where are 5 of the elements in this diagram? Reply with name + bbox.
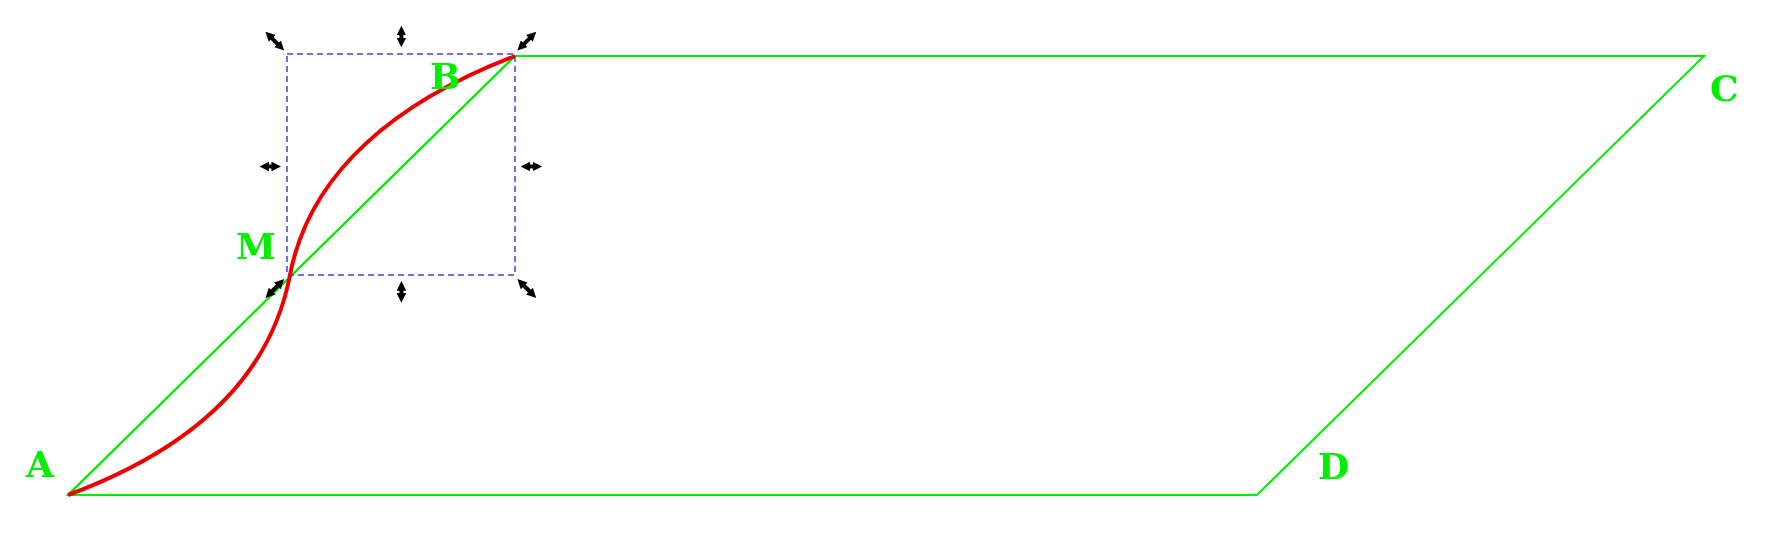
point-label: D [1318,448,1350,484]
point-label: M [236,228,276,264]
point-label: C [1710,70,1739,106]
point-label: B [430,58,461,94]
point-label: A [26,446,54,482]
